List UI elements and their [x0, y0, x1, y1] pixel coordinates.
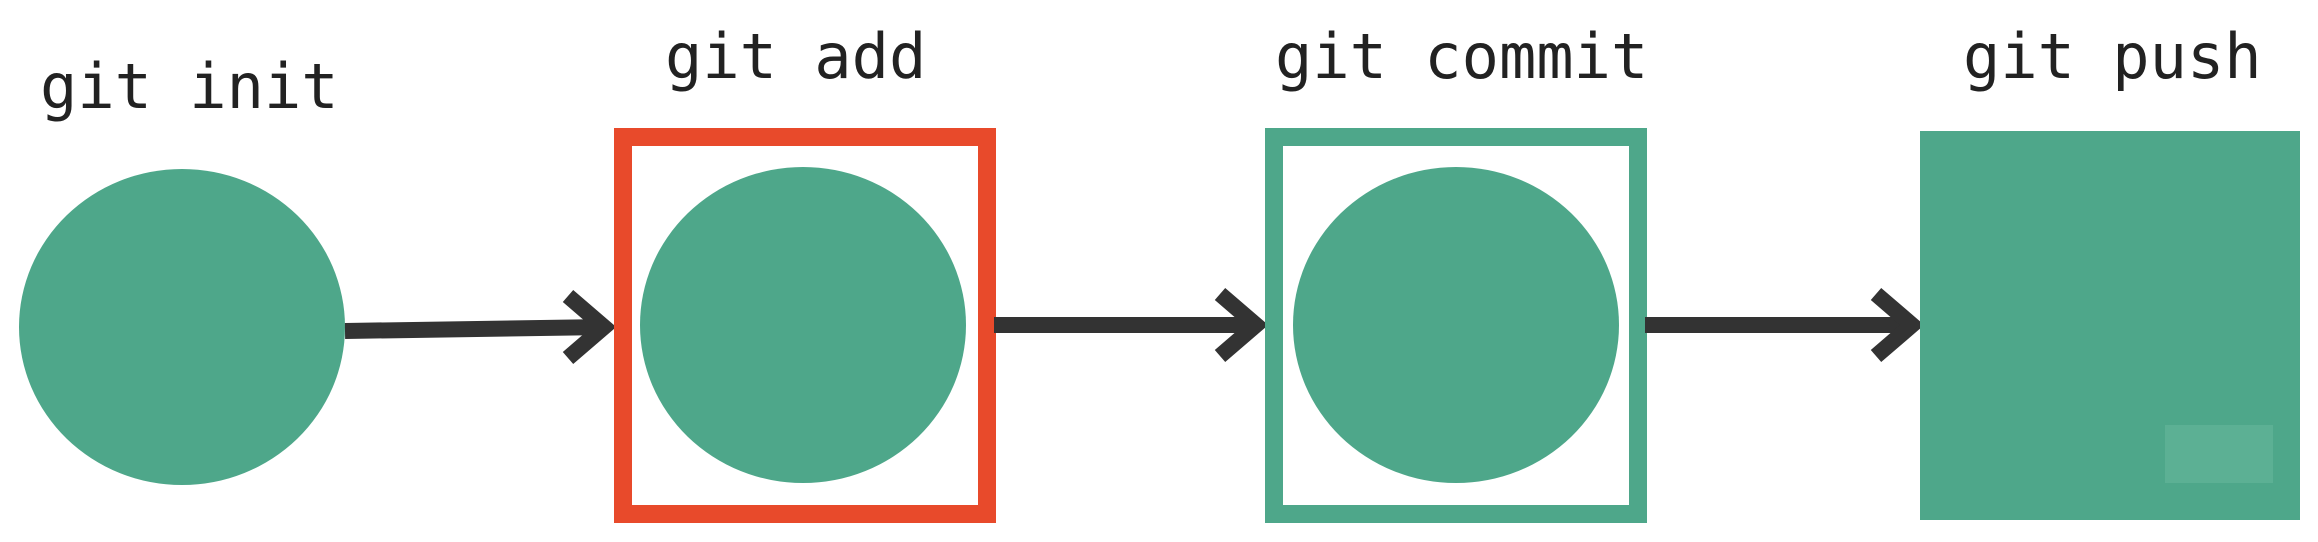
- step-label-add: git add: [665, 20, 926, 93]
- arrow-add-to-commit: [994, 287, 1269, 363]
- step-label-init: git init: [40, 50, 339, 123]
- step-label-commit: git commit: [1275, 20, 1648, 93]
- init-node: [19, 169, 345, 485]
- commit-node: [1293, 167, 1619, 483]
- add-node: [640, 167, 966, 483]
- step-label-push: git push: [1963, 20, 2262, 93]
- local-repository-frame: [1265, 128, 1647, 523]
- remote-badge: [2165, 425, 2273, 483]
- staging-area-frame: [614, 128, 996, 523]
- arrow-commit-to-push: [1645, 287, 1925, 363]
- arrow-init-to-add: [344, 289, 617, 365]
